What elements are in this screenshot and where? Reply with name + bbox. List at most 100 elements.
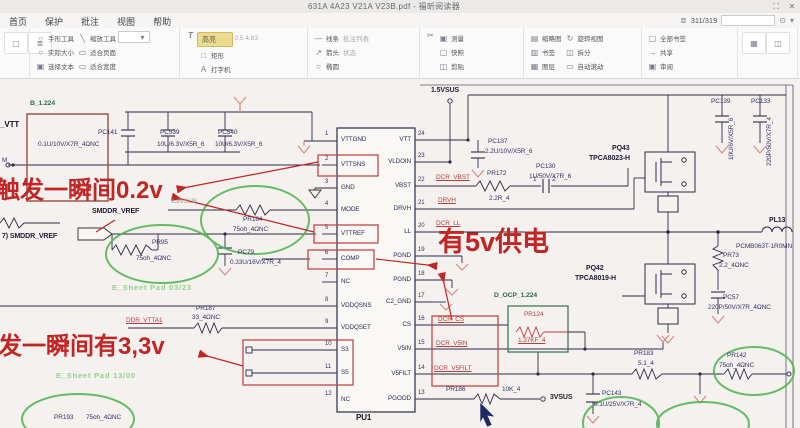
label-pr186: PR186 bbox=[446, 386, 466, 393]
label-pr164: PR164 bbox=[243, 216, 263, 223]
label-d-ocp-1-224: D_OCP_1.224 bbox=[494, 292, 538, 299]
ribbon-tool-7-1[interactable]: ◫ bbox=[766, 32, 790, 54]
view-options-icon[interactable]: ▾ bbox=[789, 16, 794, 25]
ribbon-tool-1-3[interactable]: ╲缩放工具 bbox=[80, 33, 116, 44]
label-pq42: PQ42 bbox=[586, 265, 604, 272]
menu-item-1[interactable]: 保护 bbox=[45, 16, 64, 27]
menu-item-3[interactable]: 视图 bbox=[117, 16, 136, 27]
label-10u-6-3v-x5r-6: 10U/6.3V/X5R_6 bbox=[215, 141, 263, 148]
ribbon-tool-4-2[interactable]: ▢快照 bbox=[439, 47, 464, 58]
ribbon-tool-2-1[interactable]: 高亮 bbox=[197, 32, 233, 47]
ribbon-tool-0-1[interactable]: ≣ bbox=[28, 32, 52, 54]
window-title: 631A 4A23 V21A V23B.pdf - 福昕阅读器 bbox=[307, 2, 461, 11]
pin-name-pgnd: PGND bbox=[393, 276, 411, 283]
label-pc139: PC139 bbox=[711, 98, 731, 105]
pin-name-pgood: PGOOD bbox=[388, 395, 411, 402]
label-smddr-vref: SMDDR_VREF bbox=[92, 208, 140, 215]
pin-name-s3: S3 bbox=[341, 346, 349, 353]
ribbon-tool-5-3[interactable]: ↻旋转视图 bbox=[566, 33, 604, 44]
ribbon-tool-5-4[interactable]: ◫拆分 bbox=[566, 47, 591, 58]
ribbon-tool-1-5[interactable]: ▭适合宽度 bbox=[78, 61, 116, 72]
ribbon-tool-7-0[interactable]: ▦ bbox=[742, 32, 766, 54]
ribbon-tool-1-1[interactable]: ○实际大小 bbox=[38, 47, 74, 58]
ribbon-tool-1-0[interactable]: ○手形工具 bbox=[38, 33, 74, 44]
pin-name-c2_gnd: C2_GND bbox=[386, 298, 411, 305]
pin-number-19: 19 bbox=[418, 247, 425, 253]
ribbon-tool-4-3[interactable]: ◫剪贴 bbox=[439, 61, 464, 72]
label-75oh-4-nc: 75oh_4ΩNC bbox=[136, 255, 172, 262]
pin-number-3: 3 bbox=[325, 179, 329, 185]
ribbon-tool-2-0[interactable]: T bbox=[188, 31, 193, 40]
ribbon-tool-3-3[interactable]: 批注列表 bbox=[343, 36, 369, 43]
ribbon-tool-5-5[interactable]: ▭自动滚动 bbox=[566, 61, 604, 72]
schematic-drawing bbox=[0, 84, 795, 428]
pin-name-nc: NC bbox=[341, 278, 350, 285]
ribbon-tool-3-0[interactable]: —线条 bbox=[314, 33, 340, 44]
mosfet-pq43 bbox=[644, 151, 696, 213]
label-1-37kf-4: 1.37KF_4 bbox=[518, 337, 546, 344]
label-pu1: PU1 bbox=[356, 413, 372, 422]
label-dcr-cs: DCR_CS bbox=[438, 316, 465, 323]
page-link-box bbox=[26, 113, 109, 202]
pin-name-vldoin: VLDOIN bbox=[388, 158, 411, 165]
label-1-8vsus: 1.8VSUS bbox=[171, 198, 198, 205]
label-pcmb063t-1r0mn: PCMB063T-1R0MN bbox=[736, 243, 793, 250]
ribbon-tool-2-4[interactable]: 0.5 4.83 bbox=[234, 34, 259, 42]
ribbon-tool-1-4[interactable]: ▭适合页面 bbox=[78, 47, 116, 58]
pin-name-ll: LL bbox=[404, 228, 411, 235]
pin-number-16: 16 bbox=[418, 316, 425, 322]
ribbon-tool-4-0[interactable]: ✂ bbox=[427, 31, 434, 40]
label-0-1u-10v-x7r-4-nc: 0.1U/10V/X7R_4ΩNC bbox=[38, 141, 100, 148]
label-1-5vsus: 1.5VSUS bbox=[431, 87, 460, 94]
label-220p-50v-x7r-4: 220P/50V/X7R_4 bbox=[766, 117, 773, 166]
menu-item-4[interactable]: 帮助 bbox=[153, 16, 172, 27]
ribbon-tool-4-1[interactable]: ▣测量 bbox=[439, 33, 464, 44]
red-highlight-boxes bbox=[242, 154, 499, 387]
ribbon-tool-5-0[interactable]: ▤缩略图 bbox=[530, 33, 562, 44]
restore-window-button[interactable]: ⛶ bbox=[773, 1, 779, 11]
label-1: 1 bbox=[533, 176, 537, 183]
ribbon-tool-1-6[interactable]: ▾ bbox=[118, 31, 150, 43]
quick-search-input[interactable] bbox=[721, 15, 776, 26]
label-pr95: PR95 bbox=[152, 239, 168, 246]
ribbon-tool-2-2[interactable]: □矩形 bbox=[201, 50, 224, 61]
pin-number-5: 5 bbox=[325, 225, 329, 231]
label-dcr-vbst: DCR_VBST bbox=[436, 174, 470, 181]
ribbon-tool-3-1[interactable]: ↗箭头 bbox=[315, 47, 339, 58]
ribbon-tool-6-1[interactable]: →共享 bbox=[648, 47, 674, 58]
label-0-33u-16v-x7r-4: 0.33U/16V/X7R_4 bbox=[230, 259, 281, 266]
label-2-2r-4: 2.2R_4 bbox=[489, 195, 510, 202]
ribbon-tool-3-4[interactable]: 状态 bbox=[343, 50, 356, 57]
resistor-pr124 bbox=[515, 325, 545, 339]
pin-name-vbst: VBST bbox=[394, 182, 411, 189]
search-icon[interactable]: ⊙ bbox=[779, 16, 786, 25]
label-2-2-4-nc: 2.2_4ΩNC bbox=[719, 262, 749, 269]
ribbon-tool-3-2[interactable]: ○椭圆 bbox=[316, 61, 339, 72]
ribbon-tool-6-0[interactable]: ▢全部书签 bbox=[648, 33, 686, 44]
label-pr193: PR193 bbox=[54, 414, 74, 421]
pin-number-24: 24 bbox=[418, 131, 425, 137]
close-window-button[interactable]: ✕ bbox=[788, 2, 796, 11]
ribbon-tool-5-1[interactable]: ▥书签 bbox=[530, 47, 555, 58]
label-pc141: PC141 bbox=[98, 129, 118, 136]
pin-number-2: 2 bbox=[325, 156, 329, 162]
label-dcr-v5filt: DCR_V5FILT bbox=[434, 365, 472, 372]
ribbon-tool-5-2[interactable]: ▦图层 bbox=[530, 61, 555, 72]
ribbon-tool-6-2[interactable]: ▣审阅 bbox=[648, 61, 673, 72]
label-pr172: PR172 bbox=[487, 170, 507, 177]
label-0-1u-25v-x7r-4: 0.1U/25V/X7R_4 bbox=[594, 401, 642, 408]
ribbon-tool-0-0[interactable]: ▢ bbox=[4, 32, 28, 54]
bookmark-panel-icon[interactable]: ≣ bbox=[680, 16, 687, 25]
menu-item-0[interactable]: 首页 bbox=[9, 16, 28, 27]
page-indicator: 311/319 bbox=[690, 16, 718, 25]
label-pr142: PR142 bbox=[727, 352, 747, 359]
pin-name-vddqsns: VDDQSNS bbox=[341, 302, 372, 309]
ribbon-group-1: ○手形工具 ○实际大小 ▣选择文本 ╲缩放工具 ▭适合页面 ▭适合宽度 ▾ bbox=[30, 28, 180, 78]
menu-item-2[interactable]: 批注 bbox=[81, 16, 100, 27]
label--0-2v: 触发一瞬间0.2v bbox=[0, 177, 163, 204]
pin-name-v5in: V5IN bbox=[397, 345, 411, 352]
ribbon-tool-1-2[interactable]: ▣选择文本 bbox=[36, 61, 74, 72]
